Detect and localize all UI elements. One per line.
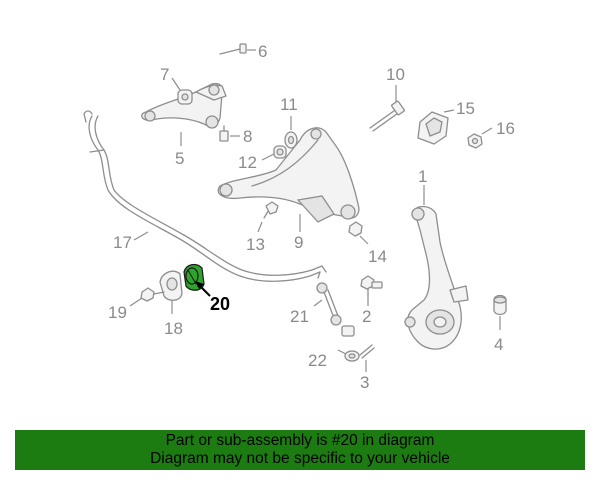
arrow-20 bbox=[195, 281, 211, 297]
leader-22 bbox=[337, 349, 347, 355]
part-14-nut[interactable] bbox=[348, 221, 363, 237]
part-4-nut[interactable] bbox=[493, 294, 507, 316]
banner-line-2: Diagram may not be specific to your vehi… bbox=[150, 450, 450, 467]
leader-13 bbox=[257, 221, 263, 233]
part-7-bushing[interactable] bbox=[177, 89, 193, 105]
callout-22[interactable]: 22 bbox=[308, 351, 327, 370]
callout-20[interactable]: 20 bbox=[210, 294, 230, 314]
part-9-lower-control-arm[interactable] bbox=[217, 127, 360, 223]
callout-1[interactable]: 1 bbox=[418, 167, 427, 186]
part-11-bushing[interactable] bbox=[284, 131, 298, 149]
part-5-upper-control-arm[interactable] bbox=[141, 82, 227, 129]
part-18-clamp[interactable] bbox=[159, 270, 183, 301]
leader-16 bbox=[481, 127, 493, 135]
leader-7 bbox=[171, 77, 181, 91]
callout-12[interactable]: 12 bbox=[238, 153, 257, 172]
callout-3[interactable]: 3 bbox=[360, 373, 369, 392]
part-8-ball-joint[interactable] bbox=[219, 125, 229, 142]
part-3-bolt[interactable] bbox=[359, 344, 375, 359]
callout-15[interactable]: 15 bbox=[456, 99, 475, 118]
callout-6[interactable]: 6 bbox=[258, 42, 267, 61]
callout-7[interactable]: 7 bbox=[160, 65, 169, 84]
callout-8[interactable]: 8 bbox=[243, 127, 252, 146]
part-17-stabilizer-bar[interactable] bbox=[83, 110, 327, 282]
callout-19[interactable]: 19 bbox=[108, 303, 127, 322]
callout-18[interactable]: 18 bbox=[164, 319, 183, 338]
leader-15 bbox=[443, 109, 455, 113]
parts-diagram: 6 5 8 7 10 15 16 bbox=[83, 42, 515, 392]
callout-13[interactable]: 13 bbox=[246, 235, 265, 254]
callout-21[interactable]: 21 bbox=[290, 307, 309, 326]
leader-19 bbox=[129, 297, 143, 307]
callout-11[interactable]: 11 bbox=[280, 95, 298, 114]
info-banner: Part or sub-assembly is #20 in diagram D… bbox=[15, 430, 585, 470]
callout-16[interactable]: 16 bbox=[496, 119, 515, 138]
part-15-bracket[interactable] bbox=[417, 111, 449, 145]
leader-17 bbox=[133, 231, 149, 241]
part-1-knuckle[interactable] bbox=[404, 205, 469, 350]
callout-10[interactable]: 10 bbox=[386, 65, 405, 84]
banner-line-1: Part or sub-assembly is #20 in diagram bbox=[165, 432, 435, 449]
callout-14[interactable]: 14 bbox=[368, 247, 387, 266]
leader-14 bbox=[359, 235, 369, 245]
callout-2[interactable]: 2 bbox=[362, 307, 371, 326]
part-12-bushing[interactable] bbox=[273, 145, 287, 159]
callout-4[interactable]: 4 bbox=[494, 335, 503, 354]
part-6-bolt[interactable] bbox=[219, 43, 247, 55]
leader-12 bbox=[261, 153, 275, 161]
part-22-washer[interactable] bbox=[344, 350, 360, 362]
part-2-bolt[interactable] bbox=[360, 275, 383, 299]
leader-21 bbox=[313, 299, 323, 307]
part-13-bolt[interactable] bbox=[263, 201, 279, 219]
callout-17[interactable]: 17 bbox=[113, 233, 132, 252]
part-21-stabilizer-link[interactable] bbox=[316, 282, 355, 337]
callout-5[interactable]: 5 bbox=[175, 149, 184, 168]
part-16-nut[interactable] bbox=[467, 133, 483, 149]
part-19-bolt[interactable] bbox=[140, 287, 165, 302]
callout-9[interactable]: 9 bbox=[294, 233, 303, 252]
part-10-bolt[interactable] bbox=[369, 100, 405, 132]
